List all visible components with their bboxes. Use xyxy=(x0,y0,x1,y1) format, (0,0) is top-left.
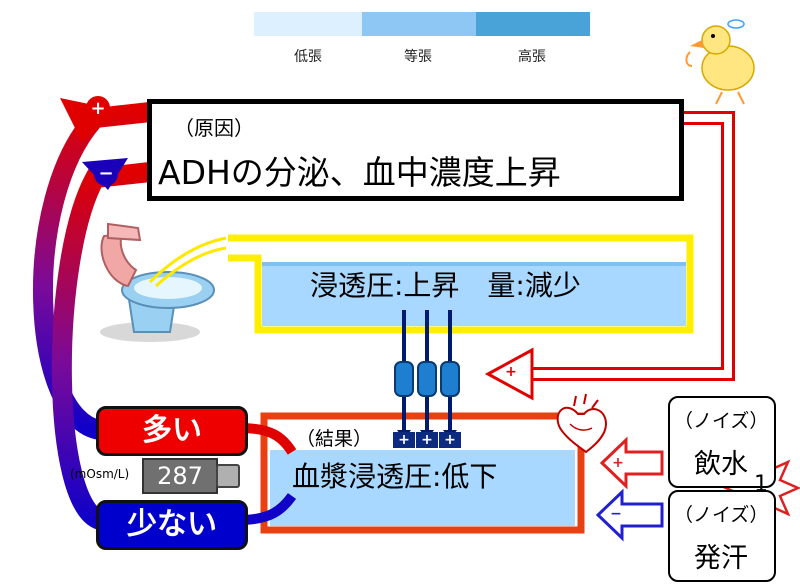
plus-badge xyxy=(86,96,110,120)
legend-label-hypotonic: 低張 xyxy=(294,49,322,65)
cause-text: ADHの分泌、血中濃度上昇 xyxy=(158,153,561,192)
noise-tag: （ノイズ） xyxy=(674,410,769,432)
minus-badge xyxy=(94,162,118,186)
urine-status-text: 浸透圧:上昇 量:減少 xyxy=(310,269,581,302)
osmolality-meter: 287 xyxy=(142,458,218,494)
water-channel-icon xyxy=(393,310,461,448)
noise-tag: （ノイズ） xyxy=(674,504,769,526)
burst-number: 1 xyxy=(754,472,768,497)
noise-sign-plus: + xyxy=(612,455,624,471)
legend-swatch-isotonic xyxy=(362,12,476,36)
channel-sign-1: + xyxy=(398,432,410,448)
noise-arrow-minus xyxy=(595,488,664,542)
channel-sign-3: + xyxy=(444,432,456,448)
noise-text-drinking: 飲水 xyxy=(694,449,748,480)
noise-arrow-plus xyxy=(599,436,664,490)
noise-sign-minus: − xyxy=(610,506,622,522)
plus-sign: + xyxy=(90,98,106,119)
high-label: 多い xyxy=(96,406,248,456)
low-label: 少ない xyxy=(96,500,248,550)
meter-cap xyxy=(216,464,240,488)
noise-box-drinking: （ノイズ） 飲水 xyxy=(668,396,776,488)
plasma-box xyxy=(260,412,585,534)
result-tag: （結果） xyxy=(296,428,373,450)
return-arrow-sign: + xyxy=(505,364,517,380)
result-text: 血漿浸透圧:低下 xyxy=(292,460,498,493)
cause-tag: （原因） xyxy=(174,116,254,140)
noise-box-sweating: （ノイズ） 発汗 xyxy=(668,490,776,582)
urine-tube xyxy=(228,234,694,334)
return-arrow xyxy=(484,111,735,401)
duck-icon xyxy=(685,19,755,105)
heart-icon xyxy=(556,393,608,454)
meter-unit: (mOsm/L) xyxy=(70,467,130,481)
legend-label-isotonic: 等張 xyxy=(404,49,432,65)
legend-swatch-hypotonic xyxy=(254,12,362,36)
noise-text-sweating: 発汗 xyxy=(694,543,748,574)
channel-sign-2: + xyxy=(421,432,433,448)
legend-label-hypertonic: 高張 xyxy=(518,49,546,65)
legend-swatch-hypertonic xyxy=(476,12,590,36)
cause-box: （原因） ADHの分泌、血中濃度上昇 xyxy=(147,99,684,201)
toilet-icon xyxy=(100,222,227,342)
minus-sign: − xyxy=(98,163,114,184)
